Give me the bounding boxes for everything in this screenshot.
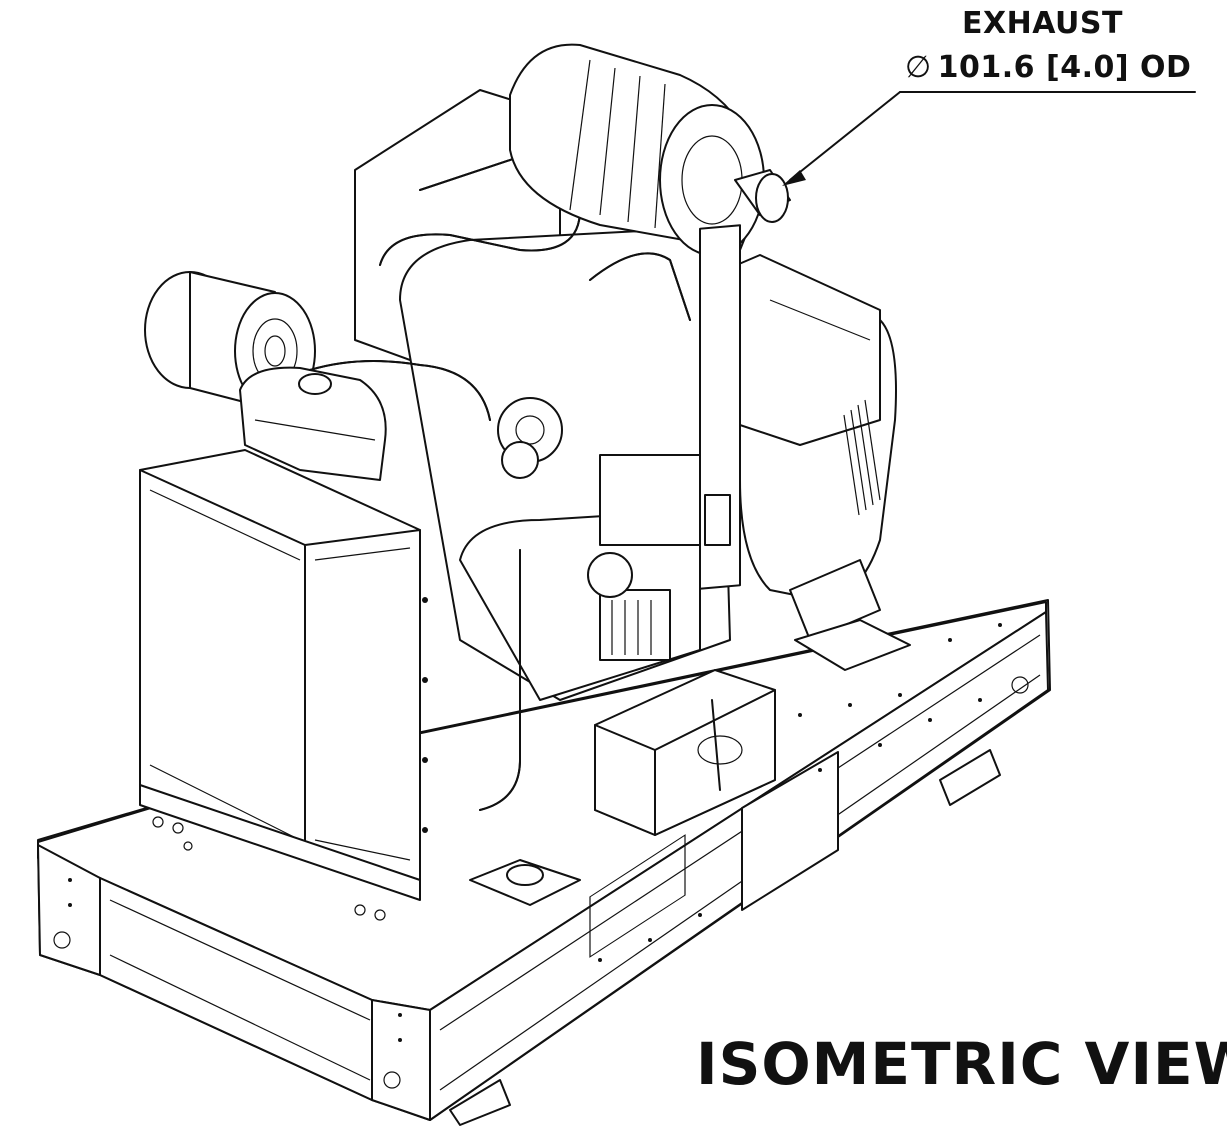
exhaust-muffler xyxy=(509,43,791,256)
engine-mounts xyxy=(469,619,911,906)
exhaust-dimension-label: ∅101.6 [4.0] OD xyxy=(905,50,1191,85)
exhaust-dimension-value: 101.6 [4.0] OD xyxy=(937,50,1192,85)
diameter-symbol: ∅ xyxy=(905,50,932,85)
view-title: ISOMETRIC VIEW xyxy=(696,1030,1227,1098)
base-frame xyxy=(37,599,1051,1126)
radiator xyxy=(139,449,428,901)
coolant-tank xyxy=(239,366,387,481)
battery xyxy=(594,669,776,836)
intake-piping xyxy=(309,149,691,811)
exhaust-callout-title: EXHAUST xyxy=(962,6,1123,41)
exhaust-callout-leader xyxy=(782,91,1196,186)
alternator xyxy=(699,224,897,641)
